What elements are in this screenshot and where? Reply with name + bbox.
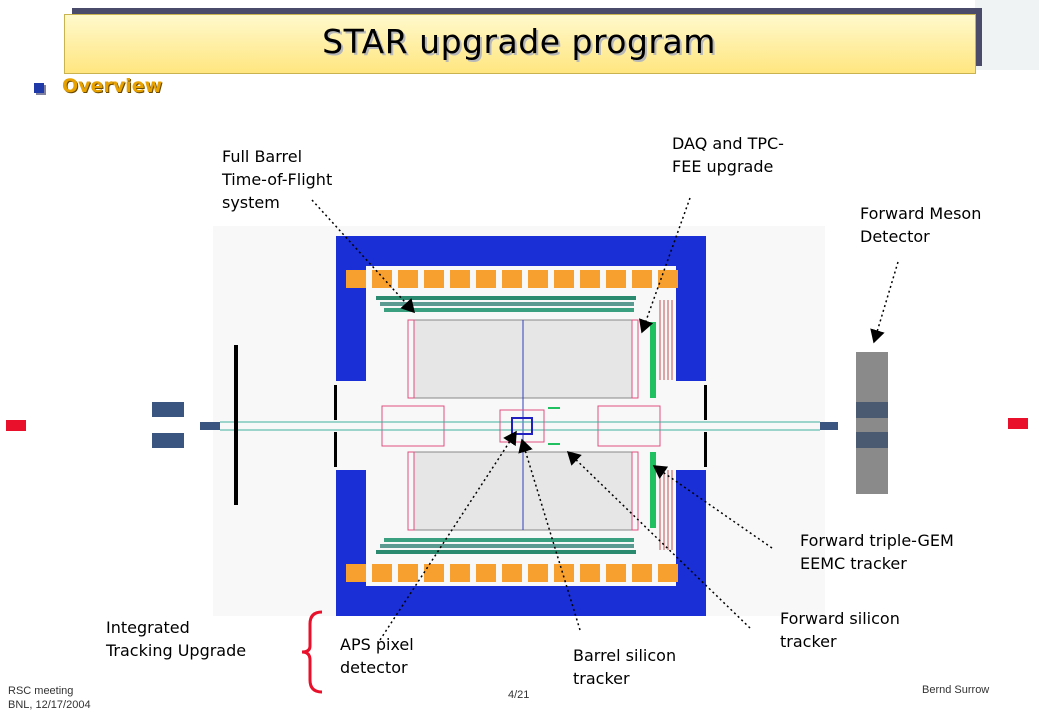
footer-author: Bernd Surrow xyxy=(922,684,990,696)
title-banner xyxy=(64,14,976,74)
endcap-lines xyxy=(659,300,673,550)
callout-arrows xyxy=(311,197,899,641)
forward-gem xyxy=(650,322,656,528)
barrel-tof xyxy=(376,296,636,554)
corner-decoration xyxy=(975,0,1039,70)
beam-blocks xyxy=(152,402,838,448)
label-bst: Barrel silicon tracker xyxy=(573,646,677,688)
beam-counters xyxy=(234,345,707,505)
footer-page-number: 4/21 xyxy=(508,689,530,701)
red-markers xyxy=(6,418,1028,431)
forward-meson-detector xyxy=(856,352,888,494)
label-itu: Integrated Tracking Upgrade xyxy=(106,618,247,660)
label-tof: Full Barrel Time-of-Flight system xyxy=(222,147,333,212)
label-daq: DAQ and TPC- FEE upgrade xyxy=(672,134,784,176)
inner-endcaps xyxy=(381,319,661,531)
overview-heading: Overview xyxy=(62,75,163,97)
brace-icon xyxy=(301,610,323,694)
slide-title: STAR upgrade program xyxy=(322,22,716,61)
magnet-yoke xyxy=(336,236,706,616)
magnet-coils xyxy=(346,270,678,582)
label-aps: APS pixel detector xyxy=(340,635,414,677)
label-fmd: Forward Meson Detector xyxy=(860,204,982,246)
label-gem: Forward triple-GEM EEMC tracker xyxy=(800,531,954,573)
footer-meeting: RSC meeting BNL, 12/17/2004 xyxy=(8,685,91,711)
inner-silicon xyxy=(499,407,560,445)
bullet-icon xyxy=(34,83,44,93)
label-fst: Forward silicon tracker xyxy=(780,609,900,651)
beam-pipe xyxy=(220,421,820,431)
